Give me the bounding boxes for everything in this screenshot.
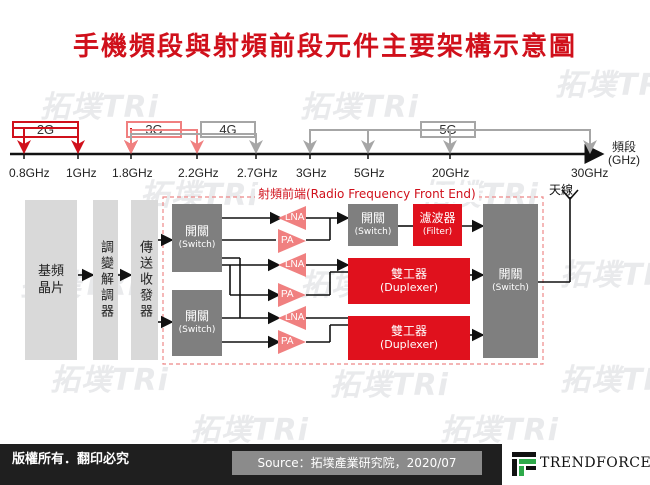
- band-4g-arrow: [130, 133, 257, 140]
- pa-label: PA: [281, 235, 294, 246]
- tick-label: 2.7GHz: [237, 166, 278, 180]
- watermark: 拓墣TRi: [555, 68, 650, 103]
- band-4g: 4G: [200, 121, 256, 138]
- lna-label: LNA: [285, 312, 305, 323]
- antenna-label: 天線: [549, 183, 574, 197]
- logo-area: [502, 444, 650, 485]
- pa-3: [278, 330, 306, 354]
- modem-block: 調變解調器: [93, 200, 118, 360]
- trendforce-logo-icon: [512, 452, 536, 476]
- pa-label: PA: [281, 289, 294, 300]
- watermark: 拓墣TRi: [330, 368, 449, 403]
- tick-label: 2.2GHz: [178, 166, 219, 180]
- tick-label: 1.8GHz: [112, 166, 153, 180]
- band-2g-arrow: [23, 127, 79, 140]
- pa-label: PA: [281, 336, 294, 347]
- tick-label: 0.8GHz: [9, 166, 50, 180]
- watermark: 拓墣TRi: [190, 413, 309, 448]
- watermark: 拓墣TRi: [300, 90, 419, 125]
- baseband-chip: 基頻晶片: [25, 200, 77, 360]
- watermark: 拓墣TRi: [560, 363, 650, 398]
- watermark: 拓墣TRi: [40, 90, 159, 125]
- transceiver-block: 傳送收發器: [131, 200, 158, 360]
- watermark: 拓墣TRi: [50, 363, 169, 398]
- watermark: 拓墣TRi: [560, 258, 650, 293]
- pa-1: [278, 229, 306, 253]
- axis-unit-label: 頻段: [612, 140, 637, 154]
- duplexer-bottom: 雙工器(Duplexer): [348, 316, 470, 360]
- axis-unit: (GHz): [608, 153, 640, 167]
- duplexer-top: 雙工器(Duplexer): [348, 258, 470, 304]
- watermark: 拓墣TRi: [440, 413, 559, 448]
- lna-label: LNA: [285, 259, 305, 270]
- lna-label: LNA: [285, 212, 305, 223]
- lna-1: [278, 206, 306, 230]
- switch-filter-path: 開關(Switch): [348, 204, 398, 246]
- filter-block: 濾波器(Filter): [413, 204, 462, 246]
- copyright-notice: 版權所有．翻印必究: [12, 452, 130, 467]
- trendforce-logo: TRENDFORCE: [540, 455, 650, 471]
- switch-antenna: 開關(Switch): [483, 204, 538, 358]
- rffe-label: 射頻前端(Radio Frequency Front End): [255, 185, 479, 202]
- tick-label: 20GHz: [432, 166, 470, 180]
- tick-label: 30GHz: [571, 166, 609, 180]
- page-title: 手機頻段與射頻前段元件主要架構示意圖: [72, 32, 577, 62]
- amplifier-triangles: [278, 206, 306, 354]
- source-note: Source：拓墣產業研究院，2020/07: [232, 451, 482, 475]
- lna-3: [278, 306, 306, 330]
- pa-2: [278, 283, 306, 307]
- switch-tx-bottom: 開關(Switch): [172, 290, 222, 356]
- signal-lines: [78, 211, 485, 349]
- tick-label: 1GHz: [66, 166, 97, 180]
- tick-label: 5GHz: [354, 166, 385, 180]
- switch-tx-top: 開關(Switch): [172, 204, 222, 272]
- tick-label: 3GHz: [296, 166, 327, 180]
- antenna-icon: [538, 189, 579, 283]
- lna-2: [278, 253, 306, 277]
